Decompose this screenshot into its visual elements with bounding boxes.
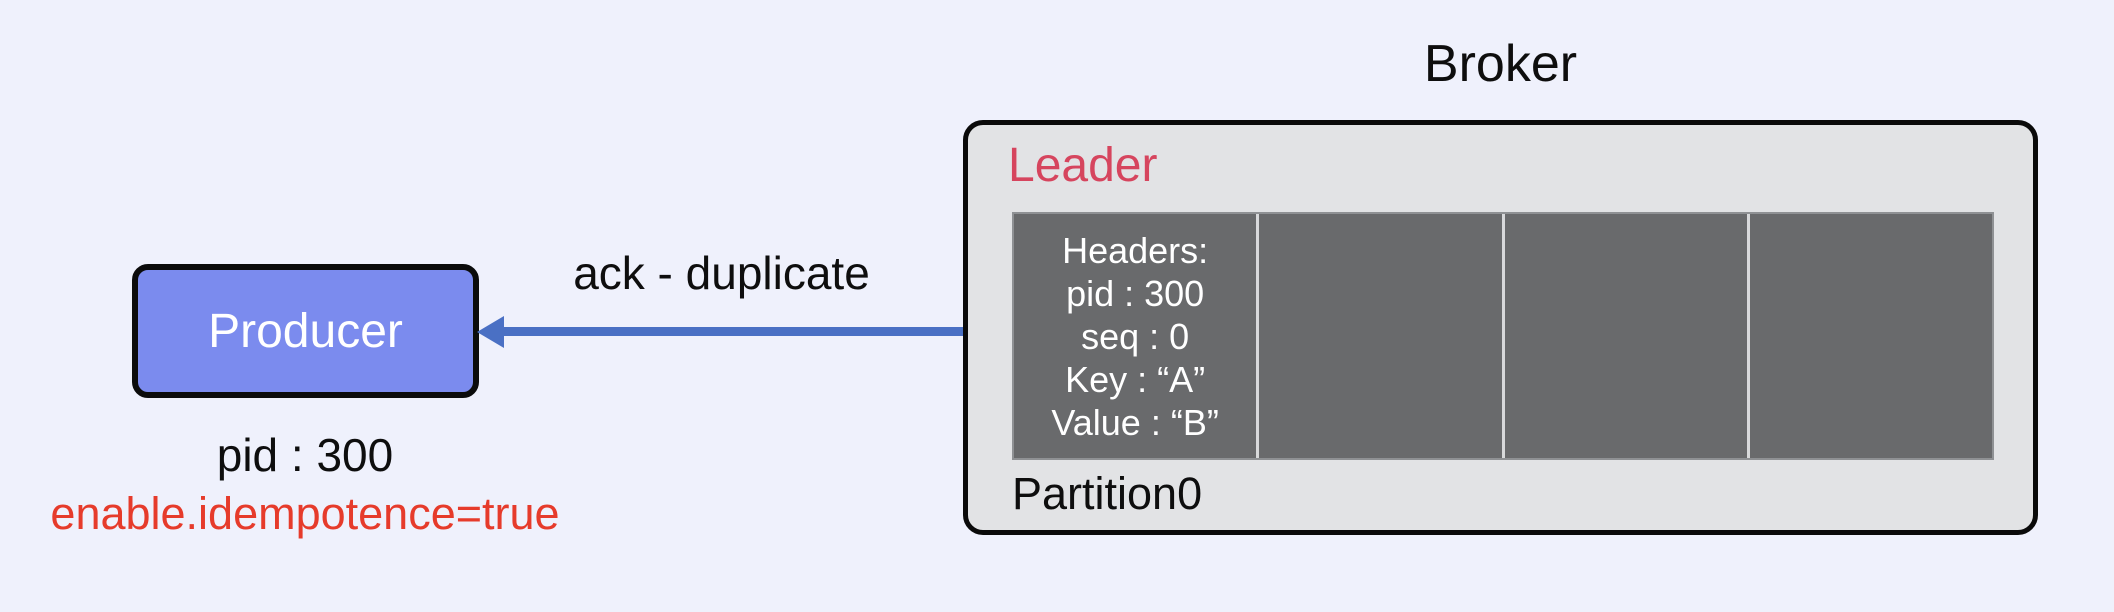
log-cell-empty [1746,214,1992,458]
producer-config-label: enable.idempotence=true [50,488,560,539]
partition-label: Partition0 [1012,468,1203,519]
producer-box: Producer [132,264,479,398]
message-line-key: Key : “A” [1065,358,1206,400]
message-line-pid: pid : 300 [1066,272,1205,314]
ack-arrow-shaft [502,327,963,336]
leader-label: Leader [1008,139,1158,192]
log-cell-empty [1256,214,1501,458]
log-cell-message: Headers: pid : 300 seq : 0 Key : “A” Val… [1014,214,1256,458]
message-line-headers: Headers: [1062,229,1209,271]
message-line-value: Value : “B” [1051,401,1219,443]
producer-label: Producer [208,304,403,358]
ack-arrow-label: ack - duplicate [573,247,870,299]
broker-title: Broker [1423,35,1578,93]
message-line-seq: seq : 0 [1081,315,1190,357]
log-cell-empty [1501,214,1747,458]
producer-pid-label: pid : 300 [216,429,394,481]
partition-log: Headers: pid : 300 seq : 0 Key : “A” Val… [1012,212,1994,460]
ack-arrowhead-icon [477,316,504,348]
